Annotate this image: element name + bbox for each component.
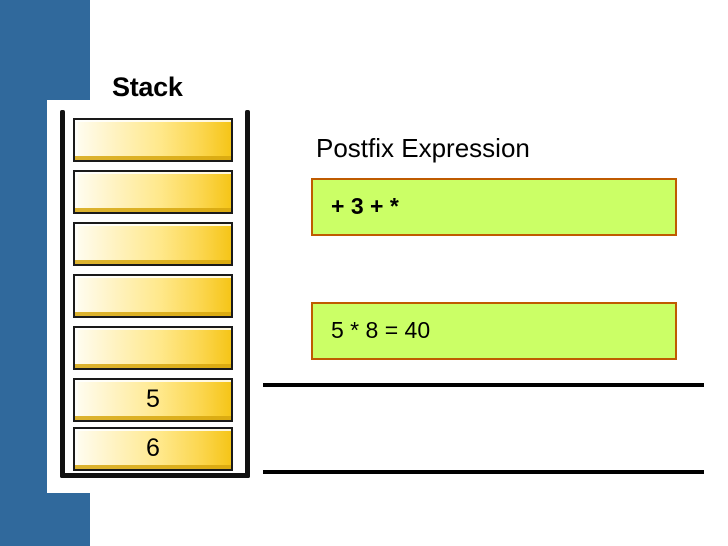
stack-title: Stack bbox=[112, 72, 183, 102]
stack-cell[interactable] bbox=[73, 326, 233, 370]
stack-floor-icon bbox=[60, 473, 250, 478]
stack-cell[interactable] bbox=[73, 222, 233, 266]
stack-container: 5 6 bbox=[60, 110, 250, 480]
stack-cell-label: 6 bbox=[146, 434, 160, 462]
stack-cell[interactable] bbox=[73, 274, 233, 318]
stack-cell[interactable]: 6 bbox=[73, 427, 233, 471]
postfix-expression-heading: Postfix Expression bbox=[316, 133, 530, 163]
stack-wall-right-icon bbox=[245, 110, 250, 478]
evaluation-expression-text: 5 * 8 = 40 bbox=[331, 316, 431, 343]
divider-line-bottom bbox=[263, 470, 704, 474]
stack-cell-label: 5 bbox=[146, 385, 160, 413]
stack-cell[interactable]: 5 bbox=[73, 378, 233, 422]
stack-wall-left-icon bbox=[60, 110, 65, 478]
divider-line-top bbox=[263, 383, 704, 387]
remaining-expression-text: + 3 + * bbox=[331, 192, 399, 219]
remaining-expression-box: + 3 + * bbox=[311, 178, 677, 236]
evaluation-expression-box: 5 * 8 = 40 bbox=[311, 302, 677, 360]
stack-cell[interactable] bbox=[73, 118, 233, 162]
stack-cell[interactable] bbox=[73, 170, 233, 214]
